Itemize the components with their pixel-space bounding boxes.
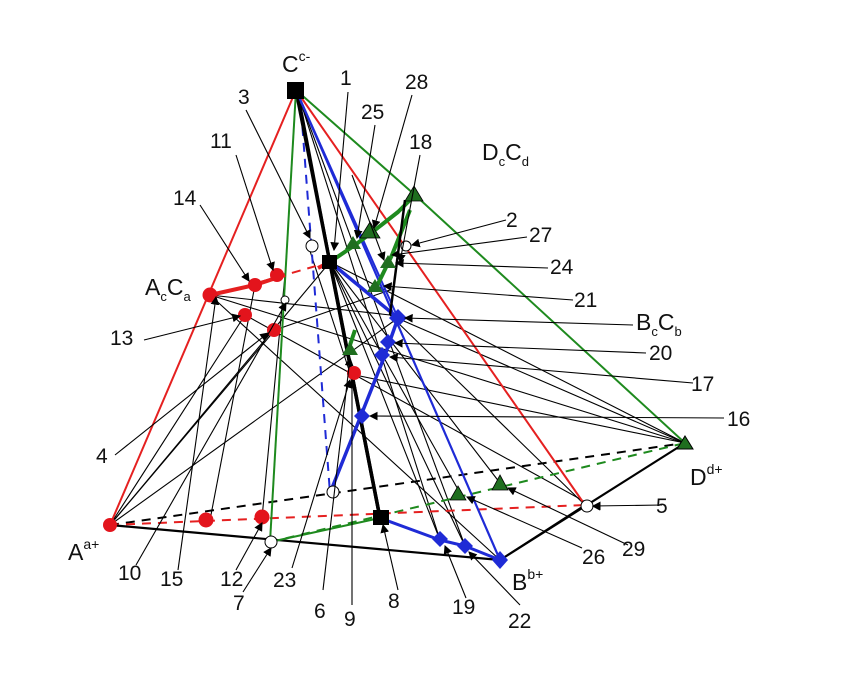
edge-DcCd-label: DcCd <box>482 139 529 169</box>
label-13: 13 <box>110 327 133 350</box>
point-11 <box>270 268 284 282</box>
label-11: 11 <box>210 130 232 153</box>
point-22 <box>457 538 473 554</box>
label-21: 21 <box>574 289 597 312</box>
label-27: 27 <box>529 224 552 247</box>
vertex-D-label: Dd+ <box>690 461 723 490</box>
point-26 <box>449 485 467 501</box>
point-12 <box>254 509 270 525</box>
point-1 <box>322 255 337 269</box>
point-7 <box>264 535 278 549</box>
point-24 <box>367 279 383 292</box>
label-29: 29 <box>622 538 645 561</box>
point-16 <box>354 408 370 424</box>
point-dcd <box>404 185 424 202</box>
label-17: 17 <box>691 373 714 396</box>
label-16: 16 <box>727 408 750 431</box>
point-6 <box>342 342 358 355</box>
point-10 <box>280 295 290 305</box>
label-6: 6 <box>314 600 326 623</box>
point-8 <box>373 510 389 525</box>
label-14: 14 <box>173 187 197 210</box>
vertex-B-label: Bb+ <box>512 566 543 595</box>
label-3: 3 <box>238 86 250 109</box>
markers <box>103 82 694 569</box>
leader-lines <box>114 91 725 606</box>
point-15 <box>198 512 214 528</box>
vertex-D-marker <box>676 435 694 450</box>
edge-BcCb-label: BcCb <box>636 309 682 339</box>
vertex-A-label: Aa+ <box>68 536 99 565</box>
label-12: 12 <box>220 568 243 591</box>
point-13 <box>238 308 252 322</box>
label-19: 19 <box>452 596 475 619</box>
label-18: 18 <box>409 131 432 154</box>
label-7: 7 <box>233 592 245 615</box>
vertex-C-marker <box>287 82 304 99</box>
point-21 <box>389 309 407 327</box>
label-23: 23 <box>273 569 296 592</box>
point-29 <box>491 474 509 491</box>
label-28: 28 <box>405 71 428 94</box>
label-24: 24 <box>550 256 574 279</box>
point-3 <box>305 239 319 253</box>
point-9 <box>347 366 361 380</box>
vertex-A-marker <box>103 518 117 532</box>
point-27 <box>380 255 396 268</box>
label-15: 15 <box>160 568 183 591</box>
vertex-C-label: Cc- <box>282 48 311 77</box>
label-25: 25 <box>361 101 384 124</box>
label-5: 5 <box>656 495 668 518</box>
point-23 <box>326 485 340 499</box>
vertex-B-marker <box>492 551 508 569</box>
point-4 <box>267 323 281 337</box>
point-25 <box>345 236 361 249</box>
label-9: 9 <box>344 608 356 631</box>
label-10: 10 <box>118 562 141 585</box>
label-22: 22 <box>508 610 531 633</box>
edge-AcCa-label: AcCa <box>145 274 191 304</box>
label-4: 4 <box>96 445 108 468</box>
label-8: 8 <box>388 590 400 613</box>
number-labels: 1 2 3 4 5 6 7 8 9 10 11 12 13 14 15 16 1… <box>96 67 750 633</box>
vertex-labels: Cc- Aa+ Bb+ Dd+ AcCa BcCb DcCd <box>68 48 723 595</box>
label-1: 1 <box>340 67 352 90</box>
label-2: 2 <box>506 209 518 232</box>
point-14 <box>248 278 262 292</box>
point-20 <box>380 334 396 350</box>
construction-lines <box>109 99 686 561</box>
point-19 <box>432 531 448 547</box>
outer-edges <box>109 89 686 562</box>
point-28 <box>359 221 381 239</box>
point-17 <box>374 347 390 363</box>
label-26: 26 <box>582 546 605 569</box>
point-5 <box>580 499 594 513</box>
label-20: 20 <box>649 342 672 365</box>
